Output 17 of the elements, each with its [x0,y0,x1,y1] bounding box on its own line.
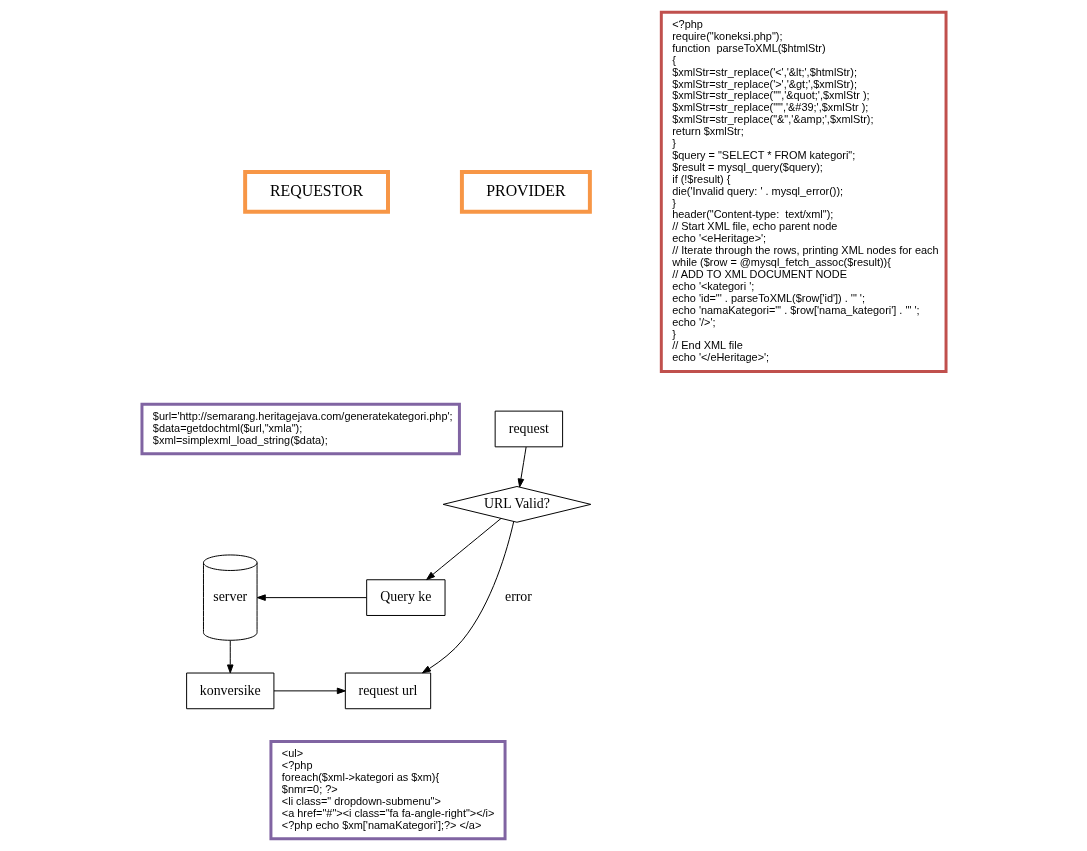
edge-label: error [504,589,532,605]
arrow [421,521,514,674]
arrow [226,640,234,674]
node-box: $url='http://semarang.heritagejava.com/generatekategori.php'; $data=getdochtml($url,"xmla"); $xml=simplexml_load_string($data); [140,402,461,456]
node-box: konversike [185,672,274,710]
node-box: REQUESTOR [242,170,390,214]
arrow [256,594,367,601]
node-box: <?php require("koneksi.php"); function parseToXML($htmlStr) { $xmlStr=str_replace('<','&lt;',$htmlStr); $xmlStr=str_replace('>','&gt;',$xmlStr); $xmlStr=str_replace('"','&quot;',$xmlStr ); $xmlStr=str_replace("'",'&#39;',$xmlStr ); $xmlStr=str_replace("&",'&amp;',$xmlStr); return $xmlStr; } $query = "SELECT * FROM kategori"; $result = mysql_query($query); if (!$result) { die('Invalid query: ' . mysql_error()); } header("Content-type: text/xml"); // Start XML file, echo parent node echo '<eHeritage>'; // Iterate through the rows, printing XML nodes for each while ($row = @mysql_fetch_assoc($result)){ // ADD TO XML DOCUMENT NODE echo '<kategori '; echo 'id="' . parseToXML($row['id']) . '" '; echo 'namaKategori="' . $row['nama_kategori'] . '" '; echo '/>'; } // End XML file echo '</eHeritage>'; [659,10,947,373]
arrow [517,446,527,488]
node-box: request url [344,672,431,710]
node-diamond: URL Valid? [442,486,591,523]
node-box: request [494,410,563,448]
node-box: Query ke [365,579,446,616]
arrow [273,687,346,695]
node-box: <ul> <?php foreach($xml->kategori as $xm){ $nmr=0; ?> <li class=" dropdown-submenu"> <a href="#"><i class="fa fa-angle-right"></i> <?php echo $xm['namaKategori'];?> </a> [268,740,507,841]
arrow [425,517,502,581]
node-box: PROVIDER [459,170,592,214]
